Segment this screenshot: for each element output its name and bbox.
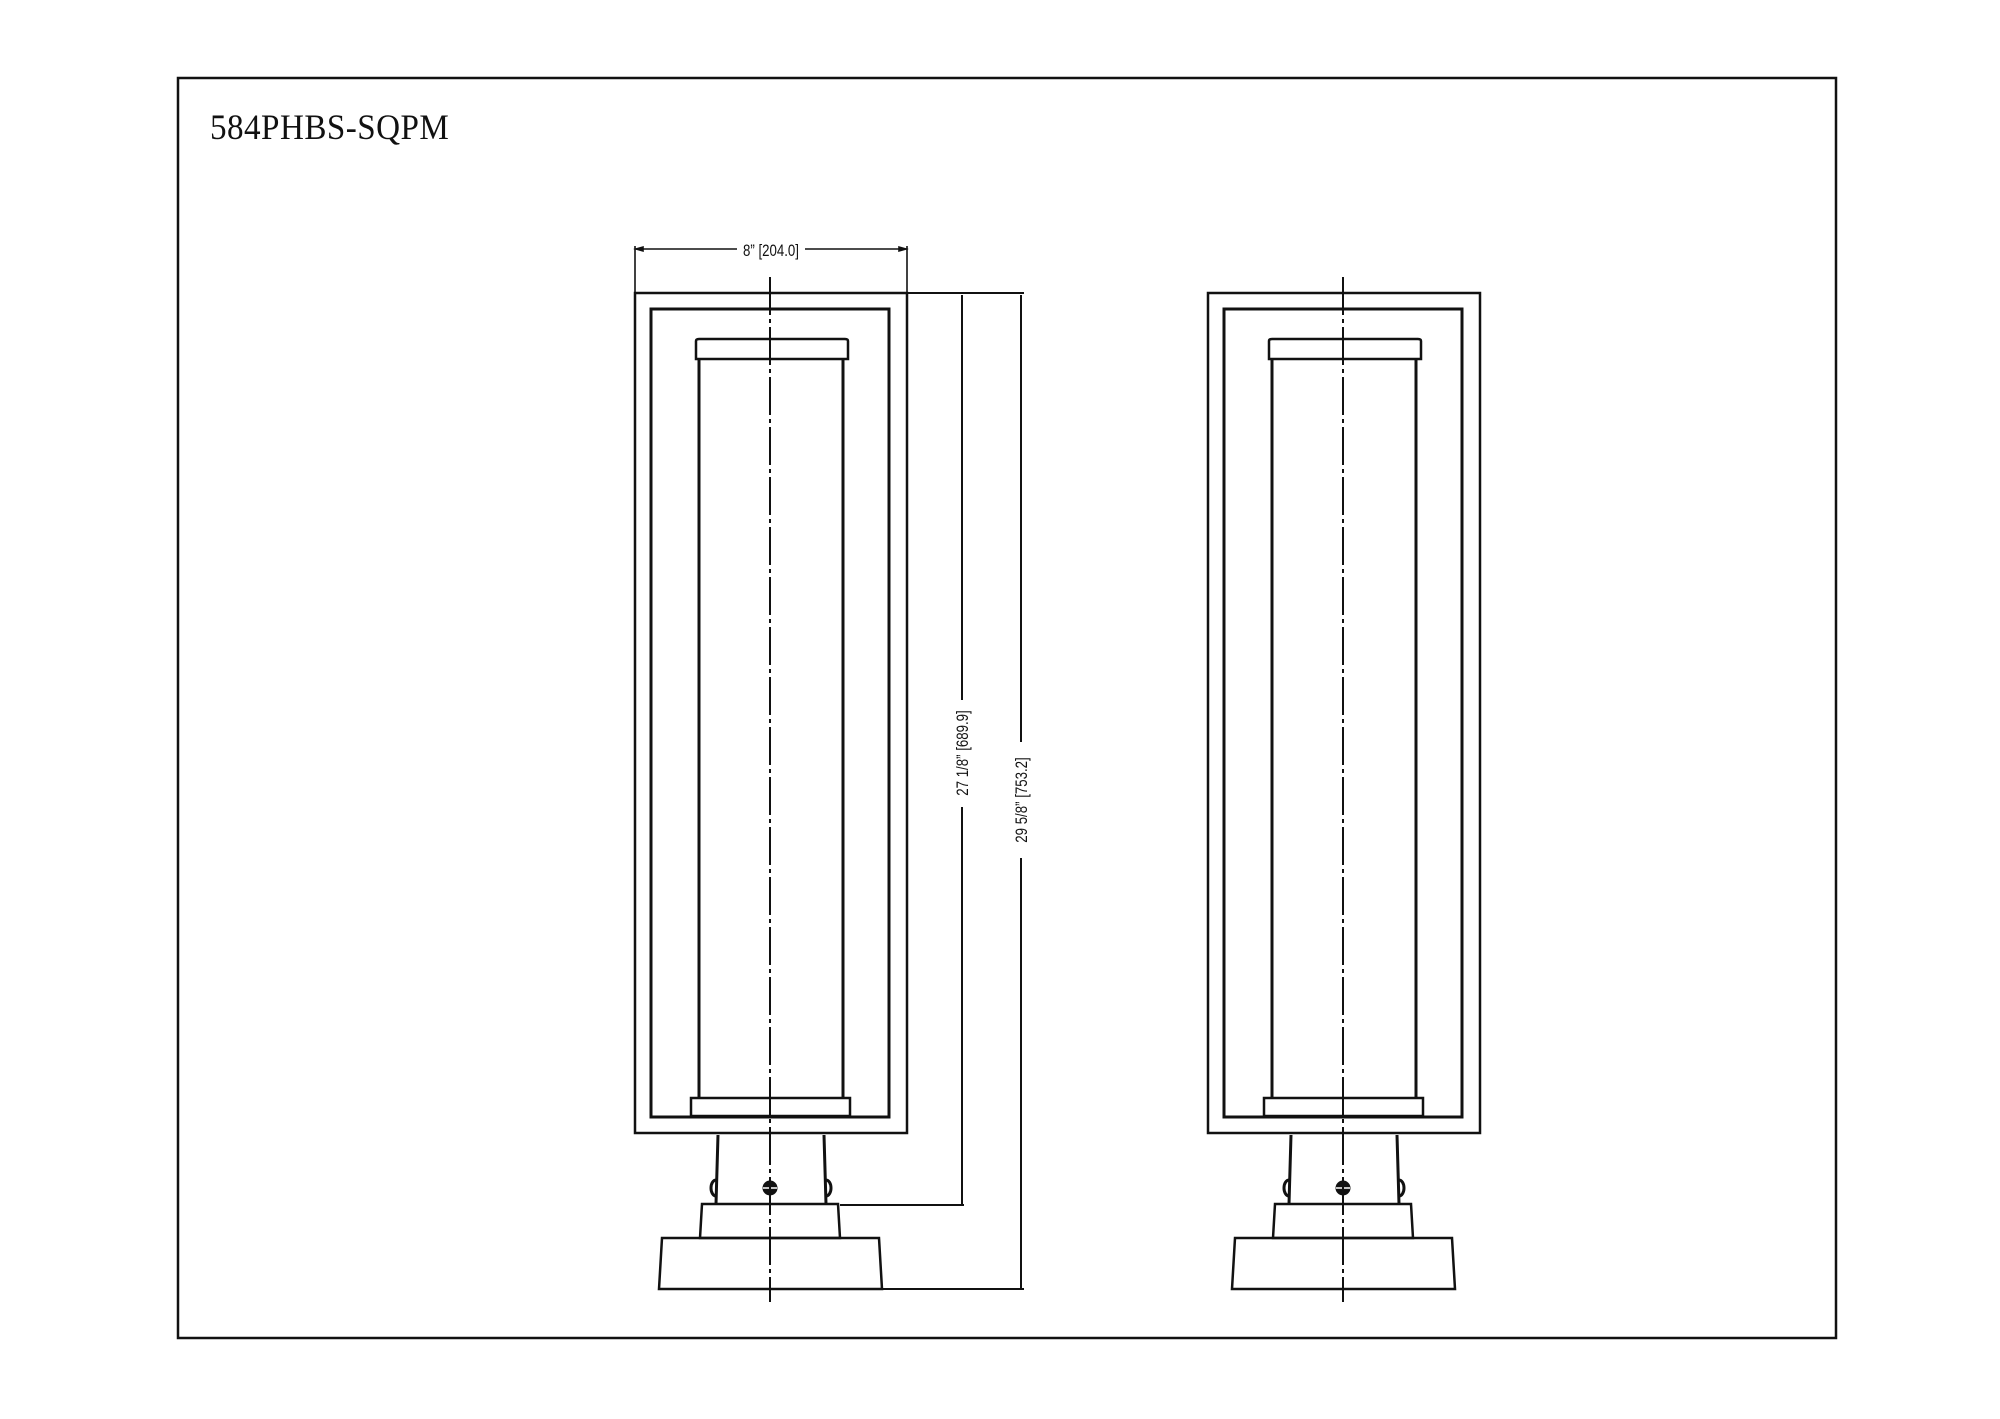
post-stem — [1287, 1134, 1401, 1205]
drawing-title: 584PHBS-SQPM — [210, 107, 450, 147]
side-view — [1206, 277, 1482, 1302]
dimension-lines — [633, 245, 1024, 1290]
dimension-total-height-label: 29 5/8” [753.2] — [1013, 757, 1032, 842]
base-plate — [1230, 1236, 1457, 1291]
dimension-inner-height-label: 27 1/8” [689.9] — [954, 710, 973, 795]
cylinder-top-cap — [1267, 337, 1423, 361]
drawing-frame — [176, 76, 1838, 1340]
cylinder-top-cap — [694, 337, 850, 361]
dimension-width-label: 8” [204.0] — [743, 242, 799, 261]
front-view — [633, 277, 909, 1302]
post-stem — [714, 1134, 828, 1205]
